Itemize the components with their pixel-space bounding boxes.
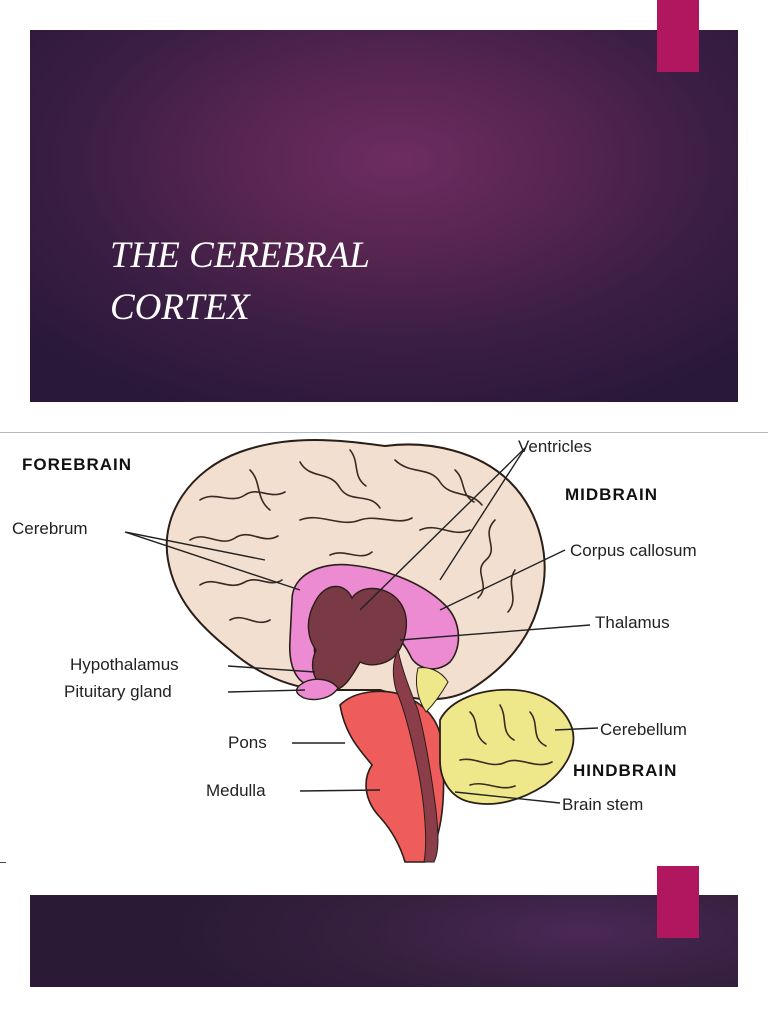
label-cerebrum: Cerebrum bbox=[12, 519, 88, 538]
footer-banner bbox=[30, 895, 738, 987]
leader-lines bbox=[124, 447, 599, 804]
label-pituitary-gland: Pituitary gland bbox=[64, 682, 172, 701]
label-cerebellum: Cerebellum bbox=[600, 720, 687, 739]
label-midbrain: MIDBRAIN bbox=[565, 485, 658, 504]
label-hypothalamus: Hypothalamus bbox=[70, 655, 179, 674]
label-ventricles: Ventricles bbox=[518, 437, 592, 456]
label-medulla: Medulla bbox=[206, 781, 266, 800]
label-forebrain: FOREBRAIN bbox=[22, 455, 132, 474]
divider-line bbox=[0, 432, 768, 433]
label-hindbrain: HINDBRAIN bbox=[573, 761, 677, 780]
slide-title: THE CEREBRAL CORTEX bbox=[110, 230, 530, 334]
title-banner: THE CEREBRAL CORTEX bbox=[30, 30, 738, 402]
label-thalamus: Thalamus bbox=[595, 613, 670, 632]
divider-tick bbox=[0, 862, 6, 863]
brain-diagram: FOREBRAIN MIDBRAIN HINDBRAIN Ventricles … bbox=[12, 437, 697, 863]
midbrain-wedge bbox=[415, 667, 449, 713]
pituitary-shape bbox=[295, 678, 339, 701]
label-corpus-callosum: Corpus callosum bbox=[570, 541, 697, 560]
label-pons: Pons bbox=[228, 733, 267, 752]
cerebellum-folia bbox=[459, 704, 553, 789]
brainstem-ridge bbox=[392, 648, 439, 863]
slide-title-line2: CORTEX bbox=[110, 287, 250, 328]
accent-tab-top bbox=[657, 0, 699, 72]
slide-title-line1: THE CEREBRAL bbox=[110, 235, 371, 276]
label-brain-stem: Brain stem bbox=[562, 795, 643, 814]
thalamus-shape bbox=[307, 585, 407, 691]
gyri bbox=[189, 449, 516, 624]
accent-tab-bottom bbox=[657, 866, 699, 938]
cerebellum-shape bbox=[439, 688, 575, 805]
